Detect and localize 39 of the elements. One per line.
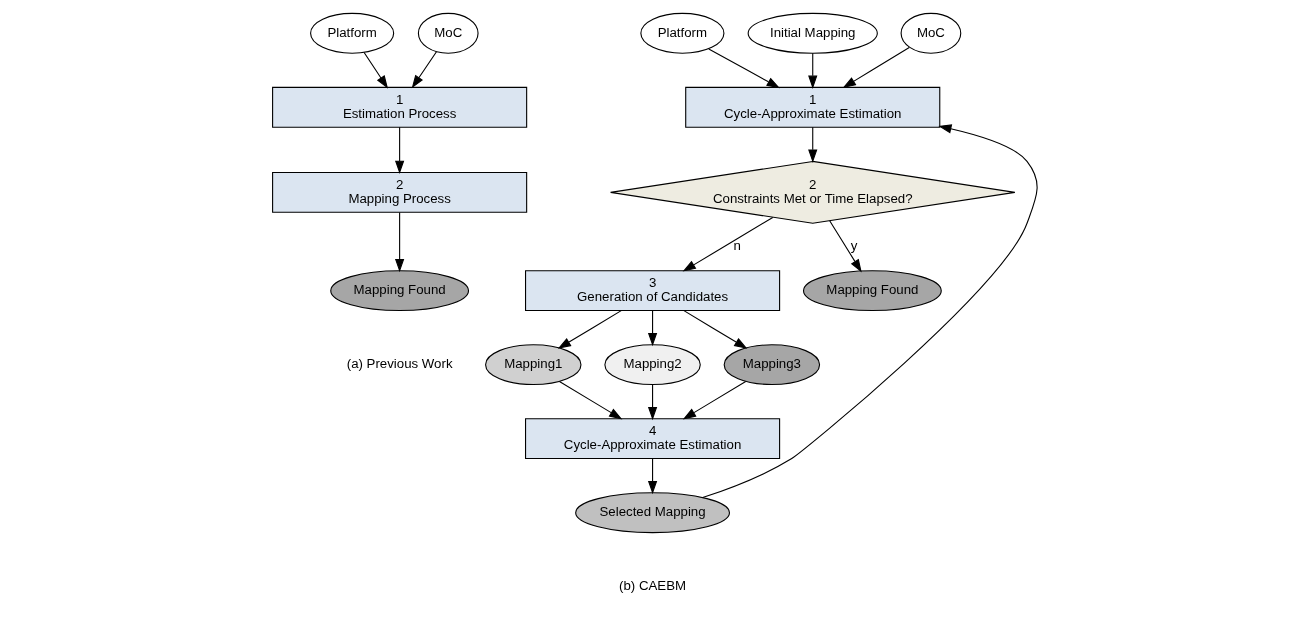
node-diamond: 2 Constraints Met or Time Elapsed? bbox=[610, 160, 1016, 224]
arrow bbox=[558, 380, 623, 419]
arrow bbox=[647, 383, 658, 420]
arrow bbox=[829, 219, 862, 272]
arrow bbox=[363, 51, 389, 89]
node-ellipse: Mapping1 bbox=[485, 343, 582, 385]
arrow bbox=[808, 52, 818, 89]
arrow bbox=[395, 211, 405, 272]
node-ellipse: Initial Mapping bbox=[747, 12, 878, 54]
node-ellipse: Platform bbox=[640, 12, 725, 54]
arrow bbox=[647, 309, 658, 346]
label: (a) Previous Work bbox=[346, 355, 453, 371]
node-ellipse: MoC bbox=[900, 12, 962, 54]
arrow bbox=[682, 380, 747, 419]
node-ellipse: Selected Mapping bbox=[575, 491, 731, 533]
arrow bbox=[842, 46, 910, 88]
node-ellipse: Mapping Found bbox=[802, 269, 942, 311]
node-box: 4 Cycle-Approximate Estimation bbox=[525, 417, 781, 459]
arrow bbox=[682, 216, 774, 272]
arrow bbox=[708, 47, 780, 88]
arrow bbox=[557, 309, 622, 349]
arrow bbox=[808, 126, 818, 163]
arrow bbox=[683, 309, 748, 349]
node-ellipse: Platform bbox=[310, 12, 395, 54]
node-box: 2 Mapping Process bbox=[272, 171, 528, 213]
node-ellipse: Mapping3 bbox=[723, 343, 821, 385]
node-ellipse: Mapping Found bbox=[330, 269, 470, 311]
arrow bbox=[647, 457, 658, 494]
label: (b) CAEBM bbox=[619, 577, 687, 593]
node-box: 1 Cycle-Approximate Estimation bbox=[685, 86, 941, 128]
arrow bbox=[395, 126, 405, 174]
arrow bbox=[411, 50, 437, 88]
node-box: 1 Estimation Process bbox=[272, 86, 528, 128]
edge-label: y bbox=[850, 237, 858, 253]
edge-label: n bbox=[733, 237, 741, 253]
node-ellipse: Mapping2 bbox=[604, 343, 701, 385]
node-box: 3 Generation of Candidates bbox=[525, 269, 781, 311]
arrow bbox=[702, 123, 1038, 498]
node-ellipse: MoC bbox=[417, 12, 479, 54]
